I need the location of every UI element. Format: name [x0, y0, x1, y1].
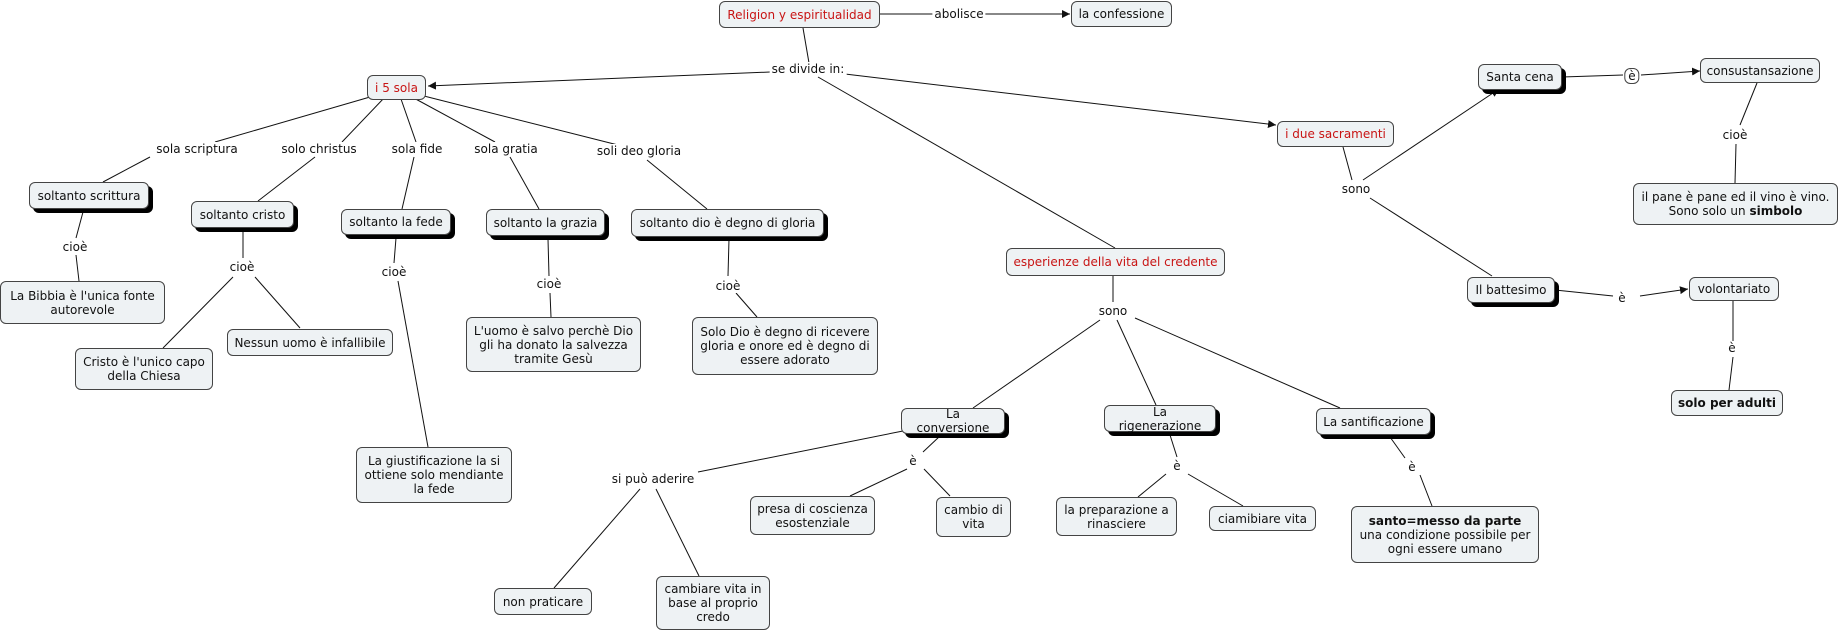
node-religion-text: Religion y espiritualidad: [727, 7, 872, 22]
node-presa-coscienza-text: presa di coscienza esostenziale: [757, 501, 868, 530]
node-santo-text: una condizione possibile per ogni essere…: [1359, 527, 1531, 556]
label-e-conversione: è: [907, 454, 919, 468]
label-cioe-scrittura: cioè: [60, 240, 90, 254]
node-conversione-text: La conversione: [916, 407, 990, 435]
node-santificazione[interactable]: La santificazione: [1316, 408, 1431, 435]
node-5-sola[interactable]: i 5 sola: [367, 75, 426, 100]
node-rigenerazione-text: La rigenerazione: [1118, 404, 1202, 433]
label-sola-gratia: sola gratia: [472, 142, 540, 156]
node-esperienze[interactable]: esperienze della vita del credente: [1006, 248, 1225, 276]
node-pane-vino-bold: simbolo: [1749, 204, 1803, 218]
node-non-praticare-text: non praticare: [502, 594, 584, 609]
label-e-santa-cena: è: [1624, 68, 1640, 84]
node-soltanto-fede[interactable]: soltanto la fede: [341, 209, 451, 235]
node-cristo-capo[interactable]: Cristo è l'unico capo della Chiesa: [75, 348, 213, 390]
label-sola-scriptura: sola scriptura: [154, 142, 240, 156]
node-solo-dio[interactable]: Solo Dio è degno di ricevere gloria e on…: [692, 317, 878, 375]
node-santa-cena[interactable]: Santa cena: [1478, 64, 1562, 90]
label-cioe-grazia: cioè: [534, 277, 564, 291]
label-e-rigenerazione: è: [1171, 459, 1183, 473]
node-soltanto-grazia[interactable]: soltanto la grazia: [486, 209, 605, 236]
node-uomo-salvo-text: L'uomo è salvo perchè Dio gli ha donato …: [473, 323, 634, 366]
node-presa-coscienza[interactable]: presa di coscienza esostenziale: [750, 496, 875, 535]
node-preparazione-text: la preparazione a rinasciere: [1064, 502, 1169, 531]
node-uomo-salvo[interactable]: L'uomo è salvo perchè Dio gli ha donato …: [466, 317, 641, 372]
node-giustificazione[interactable]: La giustificazione la si ottiene solo me…: [356, 447, 512, 503]
label-e-volontariato: è: [1726, 341, 1738, 355]
node-nessun-uomo-text: Nessun uomo è infallibile: [234, 335, 386, 350]
node-nessun-uomo[interactable]: Nessun uomo è infallibile: [227, 329, 393, 356]
node-religion[interactable]: Religion y espiritualidad: [719, 1, 880, 28]
node-soltanto-dio[interactable]: soltanto dio è degno di gloria: [631, 209, 824, 237]
label-cioe-cristo: cioè: [227, 260, 257, 274]
node-soltanto-cristo[interactable]: soltanto cristo: [191, 201, 294, 228]
label-sono-esperienze: sono: [1096, 304, 1130, 318]
node-soltanto-scrittura-text: soltanto scrittura: [37, 188, 141, 203]
label-se-divide: se divide in:: [769, 62, 847, 76]
node-ciamibiare[interactable]: ciamibiare vita: [1209, 506, 1316, 531]
node-santa-cena-text: Santa cena: [1486, 70, 1554, 84]
node-battesimo-text: Il battesimo: [1475, 283, 1547, 297]
node-preparazione[interactable]: la preparazione a rinasciere: [1056, 497, 1177, 536]
node-cambio-vita-text: cambio di vita: [944, 503, 1003, 531]
node-solo-dio-text: Solo Dio è degno di ricevere gloria e on…: [700, 325, 870, 367]
node-soltanto-fede-text: soltanto la fede: [349, 215, 443, 229]
node-soltanto-cristo-text: soltanto cristo: [199, 207, 286, 222]
label-e-santificazione: è: [1406, 460, 1418, 474]
node-bibbia-text: La Bibbia è l'unica fonte autorevole: [10, 288, 155, 317]
node-santo-bold: santo=messo da parte: [1368, 513, 1522, 528]
node-pane-vino-line1: il pane è pane ed il vino è vino.: [1641, 190, 1830, 204]
label-sono-sacramenti: sono: [1339, 182, 1373, 196]
label-sola-fide: sola fide: [389, 142, 445, 156]
label-cioe-fede: cioè: [379, 265, 409, 279]
node-giustificazione-text: La giustificazione la si ottiene solo me…: [364, 454, 504, 496]
node-esperienze-text: esperienze della vita del credente: [1013, 255, 1218, 269]
node-solo-adulti[interactable]: solo per adulti: [1671, 390, 1783, 416]
label-solo-christus: solo christus: [279, 142, 359, 156]
node-pane-vino[interactable]: il pane è pane ed il vino è vino. Sono s…: [1633, 183, 1838, 225]
node-ciamibiare-text: ciamibiare vita: [1218, 511, 1307, 526]
node-soltanto-scrittura[interactable]: soltanto scrittura: [29, 182, 149, 209]
label-e-battesimo: è: [1616, 291, 1628, 305]
node-confessione[interactable]: la confessione: [1071, 1, 1172, 27]
node-consustansazione-text: consustansazione: [1706, 63, 1814, 78]
node-confessione-text: la confessione: [1078, 7, 1165, 21]
node-santo[interactable]: santo=messo da parte una condizione poss…: [1351, 506, 1539, 563]
label-cioe-consust: cioè: [1720, 128, 1750, 142]
label-cioe-dio: cioè: [713, 279, 743, 293]
label-si-puo: si può aderire: [609, 472, 697, 486]
node-non-praticare[interactable]: non praticare: [494, 588, 592, 615]
node-cambiare-vita-text: cambiare vita in base al proprio credo: [664, 582, 762, 624]
node-cristo-capo-text: Cristo è l'unico capo della Chiesa: [83, 355, 205, 383]
label-soli-deo: soli deo gloria: [594, 144, 684, 158]
node-soltanto-grazia-text: soltanto la grazia: [493, 215, 598, 230]
node-volontariato-text: volontariato: [1697, 282, 1771, 296]
node-sacramenti[interactable]: i due sacramenti: [1277, 121, 1394, 147]
label-abolisce: abolisce: [932, 7, 986, 21]
node-sacramenti-text: i due sacramenti: [1285, 127, 1386, 141]
node-volontariato[interactable]: volontariato: [1689, 277, 1779, 301]
node-cambiare-vita[interactable]: cambiare vita in base al proprio credo: [656, 576, 770, 630]
node-soltanto-dio-text: soltanto dio è degno di gloria: [639, 216, 816, 230]
node-santificazione-text: La santificazione: [1323, 414, 1424, 429]
node-conversione[interactable]: La conversione: [901, 407, 1005, 435]
node-consustansazione[interactable]: consustansazione: [1700, 58, 1820, 83]
node-bibbia[interactable]: La Bibbia è l'unica fonte autorevole: [0, 281, 165, 324]
node-rigenerazione[interactable]: La rigenerazione: [1104, 404, 1216, 433]
node-5-sola-text: i 5 sola: [375, 80, 418, 95]
node-solo-adulti-text: solo per adulti: [1678, 396, 1776, 410]
node-battesimo[interactable]: Il battesimo: [1467, 277, 1555, 303]
node-cambio-vita[interactable]: cambio di vita: [936, 497, 1011, 537]
node-pane-vino-line2: Sono solo un simbolo: [1668, 204, 1803, 218]
